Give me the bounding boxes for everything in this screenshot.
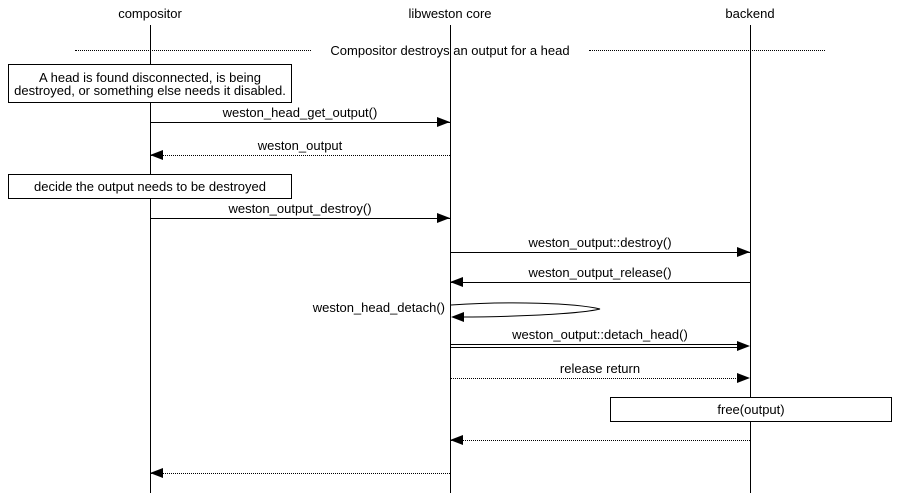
message-label-weston-output-vfunc-destroy: weston_output::destroy() [528,235,672,250]
arrowhead-left [451,312,464,322]
message-label-weston-output: weston_output [257,138,343,153]
arrowhead-left [150,468,163,478]
actor-backend-label: backend [725,6,775,21]
note-decide-destroy-text: decide the output needs to be destroyed [33,179,266,194]
message-label-weston-output-release: weston_output_release() [528,265,672,280]
lifeline-libweston-core [450,25,451,493]
self-message-loop [450,302,601,318]
message-line-weston-output-destroy [150,218,450,219]
arrowhead-left [450,277,463,287]
note-head-disconnected: A head is found disconnected, is being d… [8,64,292,103]
arrowhead-right [737,247,750,257]
arrowhead-right [737,373,750,383]
arrowhead-left [150,150,163,160]
lifeline-compositor [150,25,151,493]
note-head-disconnected-text: A head is found disconnected, is being d… [14,69,286,98]
arrowhead-right [437,117,450,127]
actor-compositor-label: compositor [118,6,182,21]
message-line-weston-head-get-output [150,122,450,123]
note-decide-destroy: decide the output needs to be destroyed [8,174,292,199]
message-line-return-to-compositor [150,473,450,474]
message-label-weston-output-destroy: weston_output_destroy() [228,201,372,216]
message-line-weston-output-release [450,282,750,283]
actor-libweston-core-label: libweston core [408,6,492,21]
arrowhead-right [737,341,750,351]
title-rule-left [75,50,311,51]
message-line-return-to-libweston [450,440,750,441]
arrowhead-left [450,435,463,445]
message-label-weston-output-detach-head: weston_output::detach_head() [512,327,688,342]
message-label-release-return: release return [559,361,641,376]
lifeline-backend [750,25,751,493]
title-rule-right [589,50,825,51]
message-line-weston-output-vfunc-destroy [450,252,750,253]
note-free-output: free(output) [610,397,892,422]
message-line-release-return [450,378,740,379]
diagram-title: Compositor destroys an output for a head [330,43,570,58]
note-free-output-text: free(output) [717,402,785,417]
message-line-weston-output [150,155,450,156]
message-line-weston-output-detach-head [450,344,738,348]
message-label-weston-head-detach: weston_head_detach() [312,300,445,315]
arrowhead-right [437,213,450,223]
message-label-weston-head-get-output: weston_head_get_output() [222,105,378,120]
